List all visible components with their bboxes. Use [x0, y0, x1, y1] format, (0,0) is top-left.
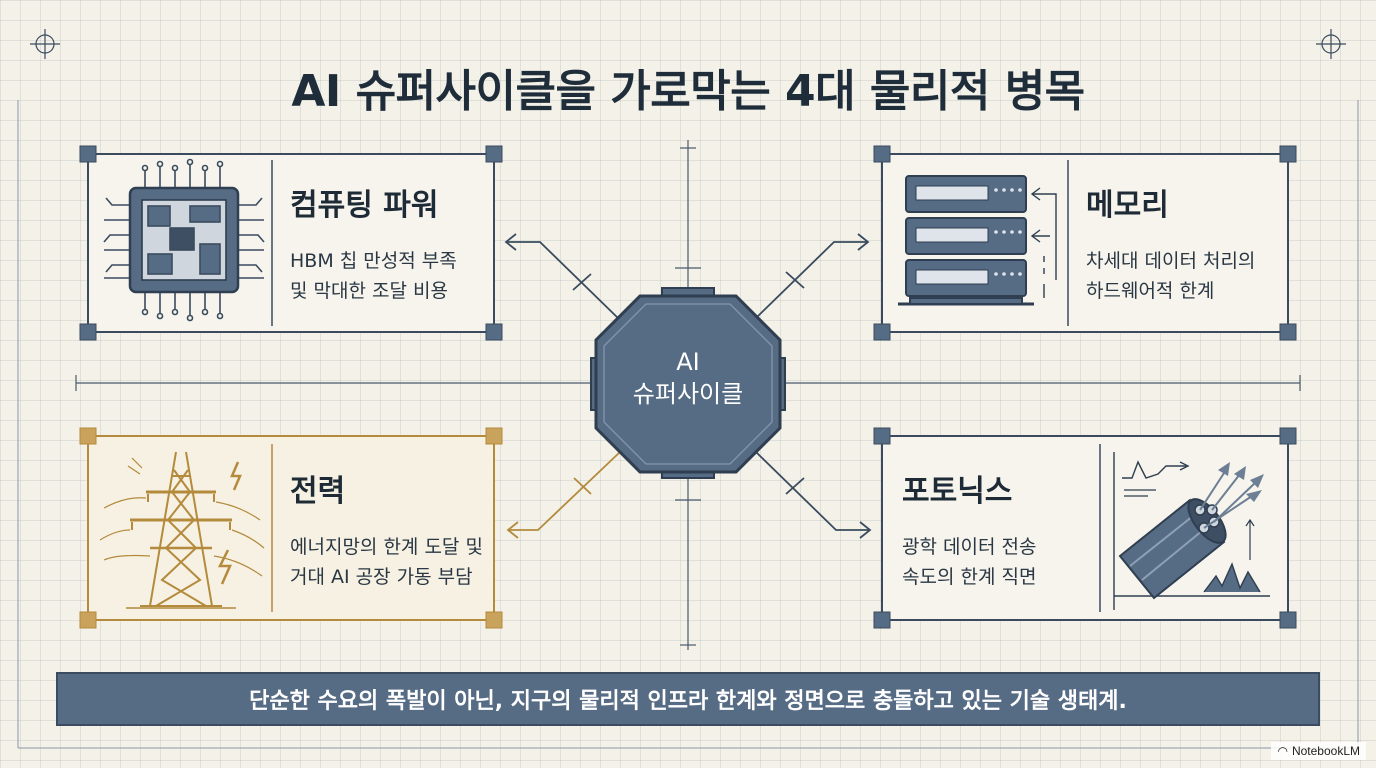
- server-rack-icon: [898, 175, 1057, 306]
- registration-mark-right: [1316, 29, 1346, 59]
- brand-badge: ◠ NotebookLM: [1271, 742, 1366, 760]
- footer-banner: 단순한 수요의 폭발이 아닌, 지구의 물리적 인프라 한계와 정면으로 충돌하…: [56, 672, 1320, 726]
- card-description-compute: HBM 칩 만성적 부족 및 막대한 조달 비용: [290, 250, 457, 302]
- card-description-power: 에너지망의 한계 도달 및 거대 AI 공장 가동 부담: [290, 536, 483, 588]
- cpu-chip-icon: [103, 158, 265, 322]
- registration-mark-left: [30, 29, 60, 59]
- notebooklm-logo-icon: ◠: [1277, 744, 1288, 758]
- card-memory: 메모리 차세대 데이터 처리의 하드웨어적 한계: [1086, 180, 1286, 306]
- page-title: AI 슈퍼사이클을 가로막는 4대 물리적 병목: [291, 66, 1085, 117]
- connector-photonics: [755, 451, 870, 531]
- connector-memory: [755, 241, 868, 319]
- card-title-photonics: 포토닉스: [902, 474, 1013, 509]
- connectors: [504, 233, 872, 539]
- card-power: 전력 에너지망의 한계 도달 및 거대 AI 공장 가동 부담: [290, 466, 490, 592]
- card-description-memory: 차세대 데이터 처리의 하드웨어적 한계: [1086, 250, 1256, 302]
- center-axes: [75, 140, 1301, 650]
- footer-text: 단순한 수요의 폭발이 아닌, 지구의 물리적 인프라 한계와 정면으로 충돌하…: [249, 689, 1127, 714]
- hub-label: AI 슈퍼사이클: [632, 348, 744, 408]
- power-tower-icon: [99, 451, 265, 609]
- card-title-power: 전력: [290, 474, 346, 509]
- card-title-memory: 메모리: [1086, 188, 1169, 223]
- card-frame-power: [79, 427, 503, 629]
- card-description-photonics: 광학 데이터 전송 속도의 한계 직면: [902, 536, 1037, 588]
- card-compute: 컴퓨팅 파워 HBM 칩 만성적 부족 및 막대한 조달 비용: [290, 180, 490, 306]
- hub-node: [590, 287, 786, 479]
- card-title-compute: 컴퓨팅 파워: [290, 188, 439, 223]
- fiber-optic-cable-icon: [1113, 452, 1270, 610]
- card-photonics: 포토닉스 광학 데이터 전송 속도의 한계 직면: [902, 466, 1092, 592]
- connector-power: [508, 451, 621, 531]
- brand-label: NotebookLM: [1291, 744, 1360, 758]
- frame-lines: [17, 100, 1359, 749]
- connector-compute: [506, 241, 621, 321]
